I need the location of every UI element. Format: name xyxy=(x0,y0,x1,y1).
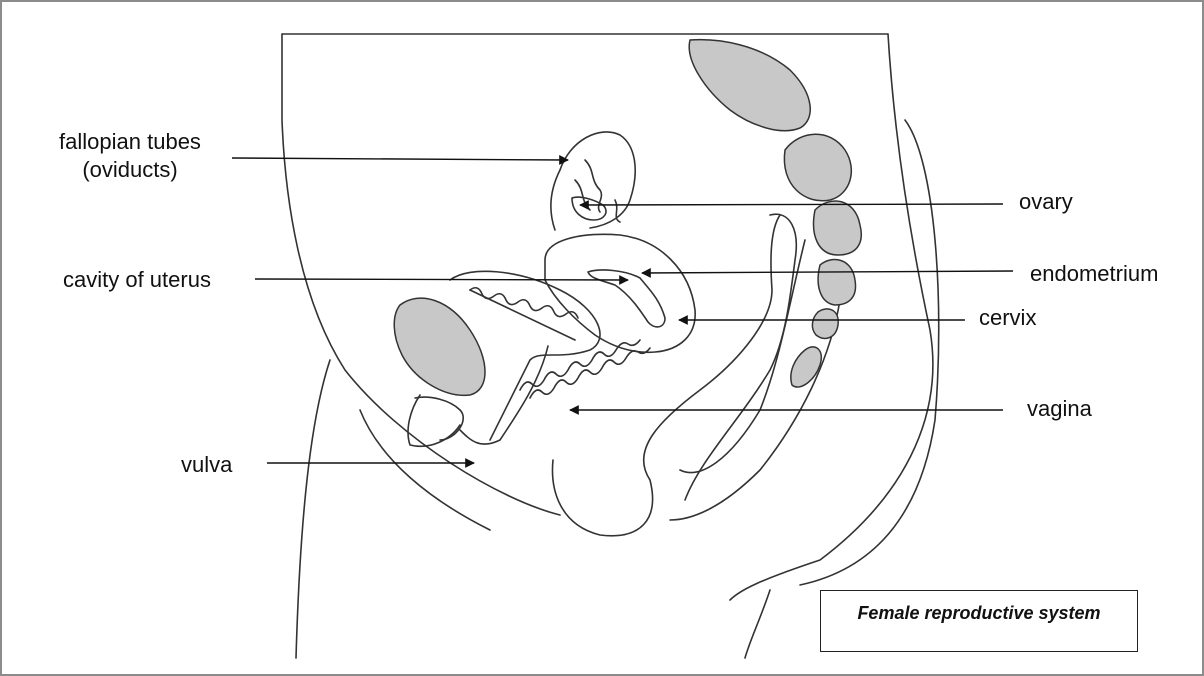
figure-caption: Female reproductive system xyxy=(857,603,1101,623)
pointer-endometrium xyxy=(641,268,1014,278)
label-fallopian-tubes-line1: fallopian tubes xyxy=(59,129,201,154)
body-back-outline xyxy=(729,33,934,601)
vertebra-5 xyxy=(790,346,822,388)
vagina-canal-top xyxy=(519,339,641,391)
label-ovary: ovary xyxy=(1019,189,1073,214)
label-fallopian-tubes: fallopian tubes (oviducts) xyxy=(46,128,214,183)
vertebra-4 xyxy=(811,308,839,340)
urethra-outline xyxy=(459,345,549,445)
uterus-cavity xyxy=(587,269,666,328)
bladder-wavy-lining xyxy=(469,286,579,319)
pointer-ovary xyxy=(579,200,1004,210)
label-cavity-of-uterus: cavity of uterus xyxy=(63,267,211,292)
vertebra-3 xyxy=(817,258,857,306)
fimbriae xyxy=(574,159,621,223)
vagina-canal-bottom xyxy=(529,347,651,399)
pointer-cavity-of-uterus xyxy=(254,275,629,285)
rectum-tube xyxy=(684,213,797,501)
label-fallopian-tubes-line2: (oviducts) xyxy=(82,156,178,182)
fallopian-tube xyxy=(550,131,636,231)
leg-back xyxy=(744,589,771,659)
label-cervix: cervix xyxy=(979,305,1037,330)
vertebra-2 xyxy=(812,200,862,256)
bladder-outline xyxy=(449,270,601,441)
rectum-wall-outer xyxy=(669,299,841,521)
pubic-bone xyxy=(393,297,486,397)
label-vagina: vagina xyxy=(1027,396,1092,421)
buttock-outline xyxy=(799,119,940,586)
vulva-fold xyxy=(407,394,461,447)
rectum-wall-inner xyxy=(679,239,806,474)
label-vulva: vulva xyxy=(181,452,233,477)
vertebra-1 xyxy=(783,133,853,202)
ovary-shape xyxy=(571,196,607,221)
thigh-crease xyxy=(359,409,491,531)
caption-box: Female reproductive system xyxy=(820,590,1138,652)
uterus-outline xyxy=(544,233,696,354)
thigh-outline xyxy=(295,359,331,659)
body-outline-front xyxy=(281,33,561,516)
labia-outline xyxy=(414,396,464,441)
sacrum-upper xyxy=(688,38,811,132)
posterior-wall xyxy=(551,214,781,537)
label-endometrium: endometrium xyxy=(1030,261,1159,286)
pointer-fallopian-tubes xyxy=(231,155,569,165)
